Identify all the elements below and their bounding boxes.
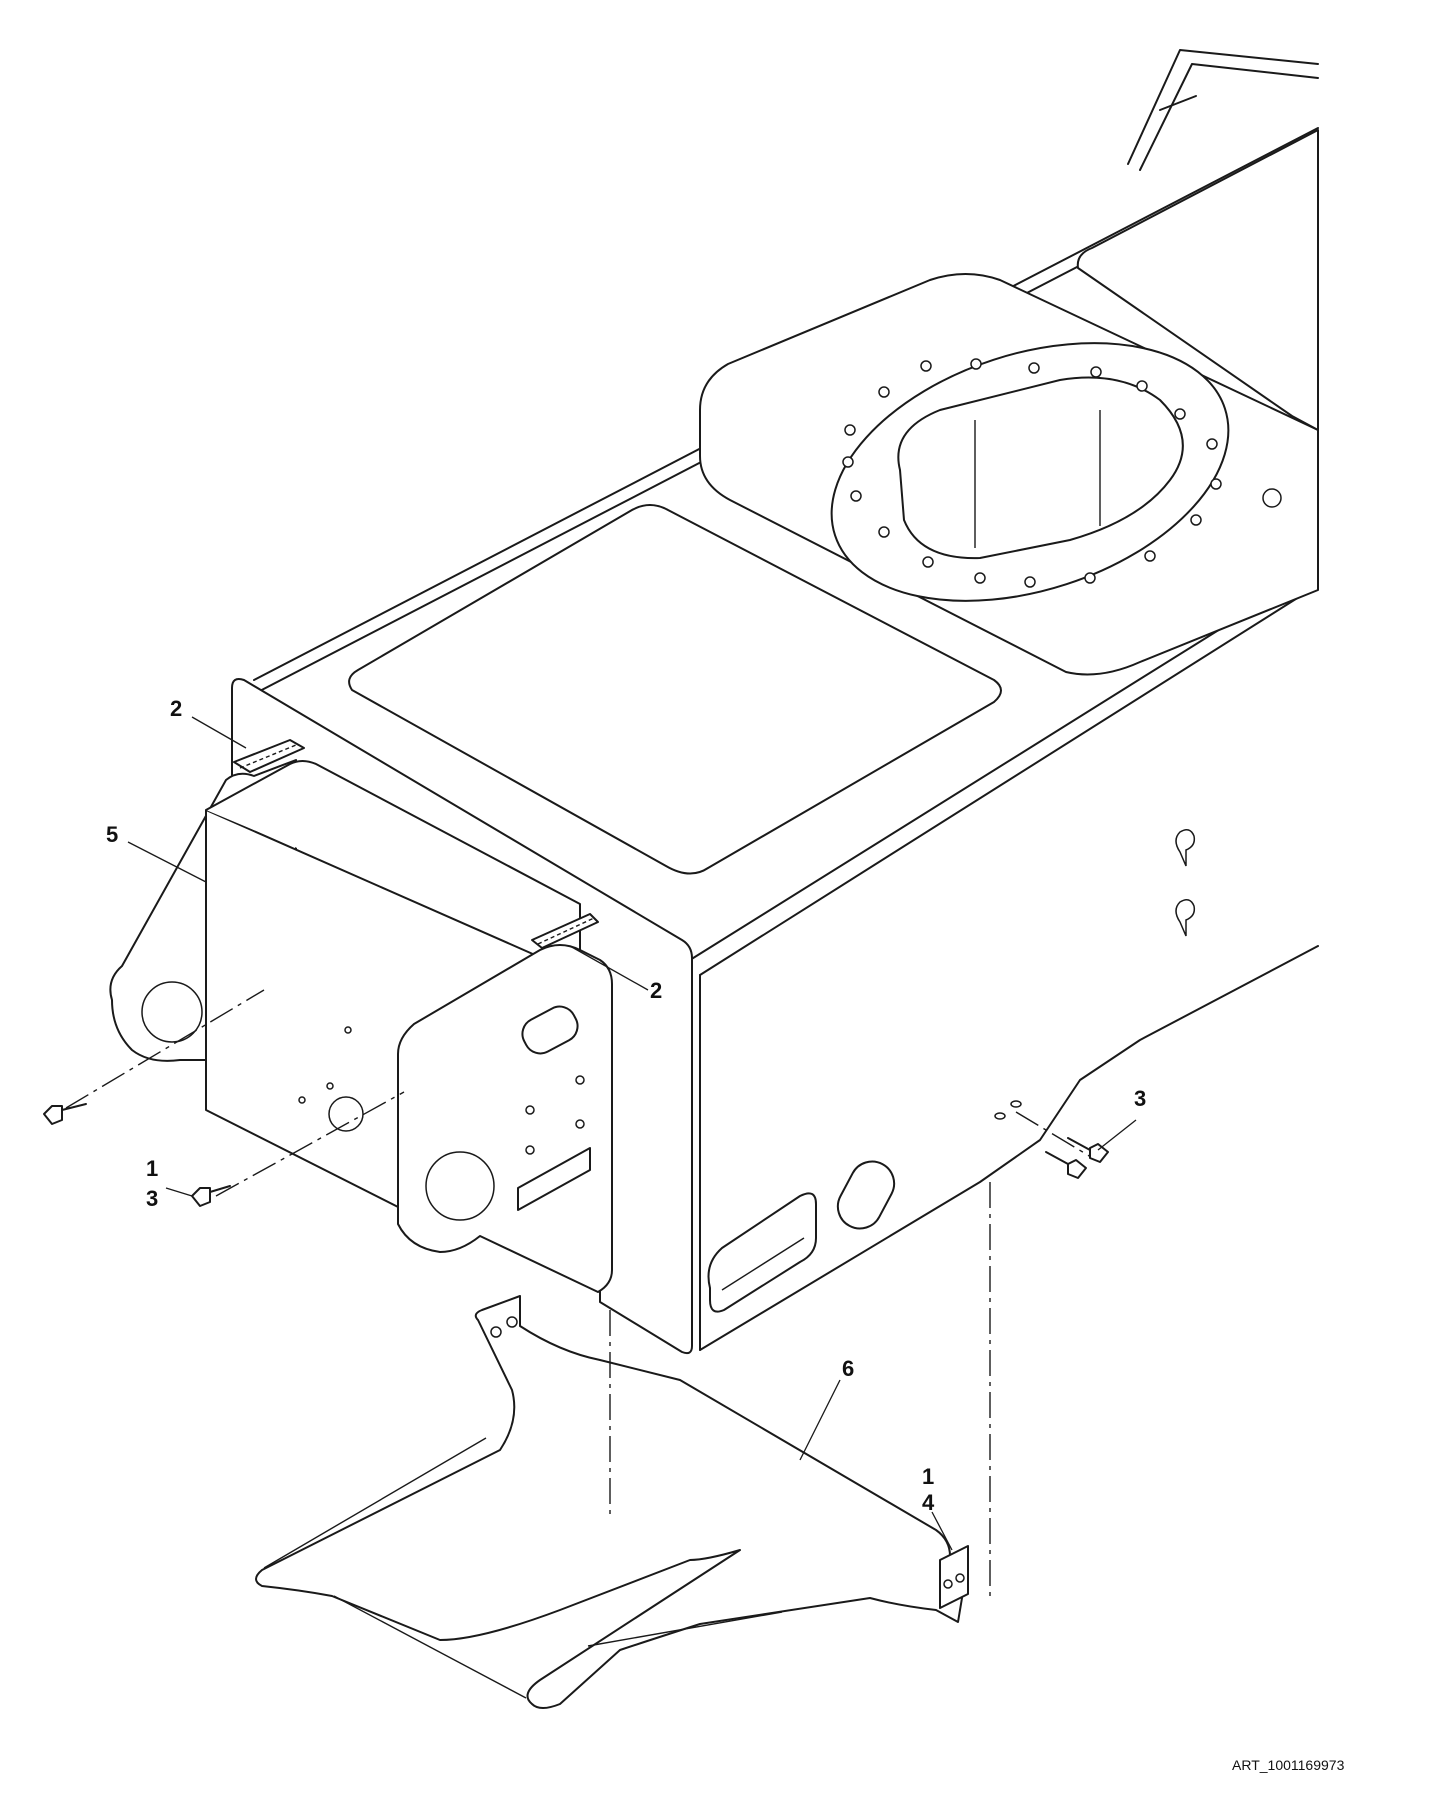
right-hitch-plate: [397, 944, 613, 1293]
callout-5: 5: [106, 822, 118, 847]
callout-2-top: 2: [170, 696, 182, 721]
callout-labels: 2 5 2 3 1 3 6 1 4: [106, 696, 1146, 1515]
callout-3-right: 3: [1134, 1086, 1146, 1111]
wear-pads: [233, 739, 599, 949]
leader-lines: [127, 716, 1137, 1551]
callout-1-bottom: 1: [922, 1464, 934, 1489]
bottom-cover-plate: [255, 1295, 969, 1709]
art-id-label: ART_1001169973: [1232, 1757, 1345, 1773]
keyhole-slots: [1175, 829, 1196, 937]
assembly-lines: [65, 989, 1097, 1520]
slew-ring-bolt-holes: [842, 358, 1282, 588]
slew-ring: [830, 342, 1230, 602]
callout-4: 4: [922, 1490, 935, 1515]
left-hitch-bracket: [109, 759, 581, 1211]
callout-1-left: 1: [146, 1156, 158, 1181]
bolts: [43, 1100, 1109, 1207]
callout-6: 6: [842, 1356, 854, 1381]
callout-3-left: 3: [146, 1186, 158, 1211]
callout-2-right: 2: [650, 978, 662, 1003]
side-openings: [707, 1160, 896, 1313]
